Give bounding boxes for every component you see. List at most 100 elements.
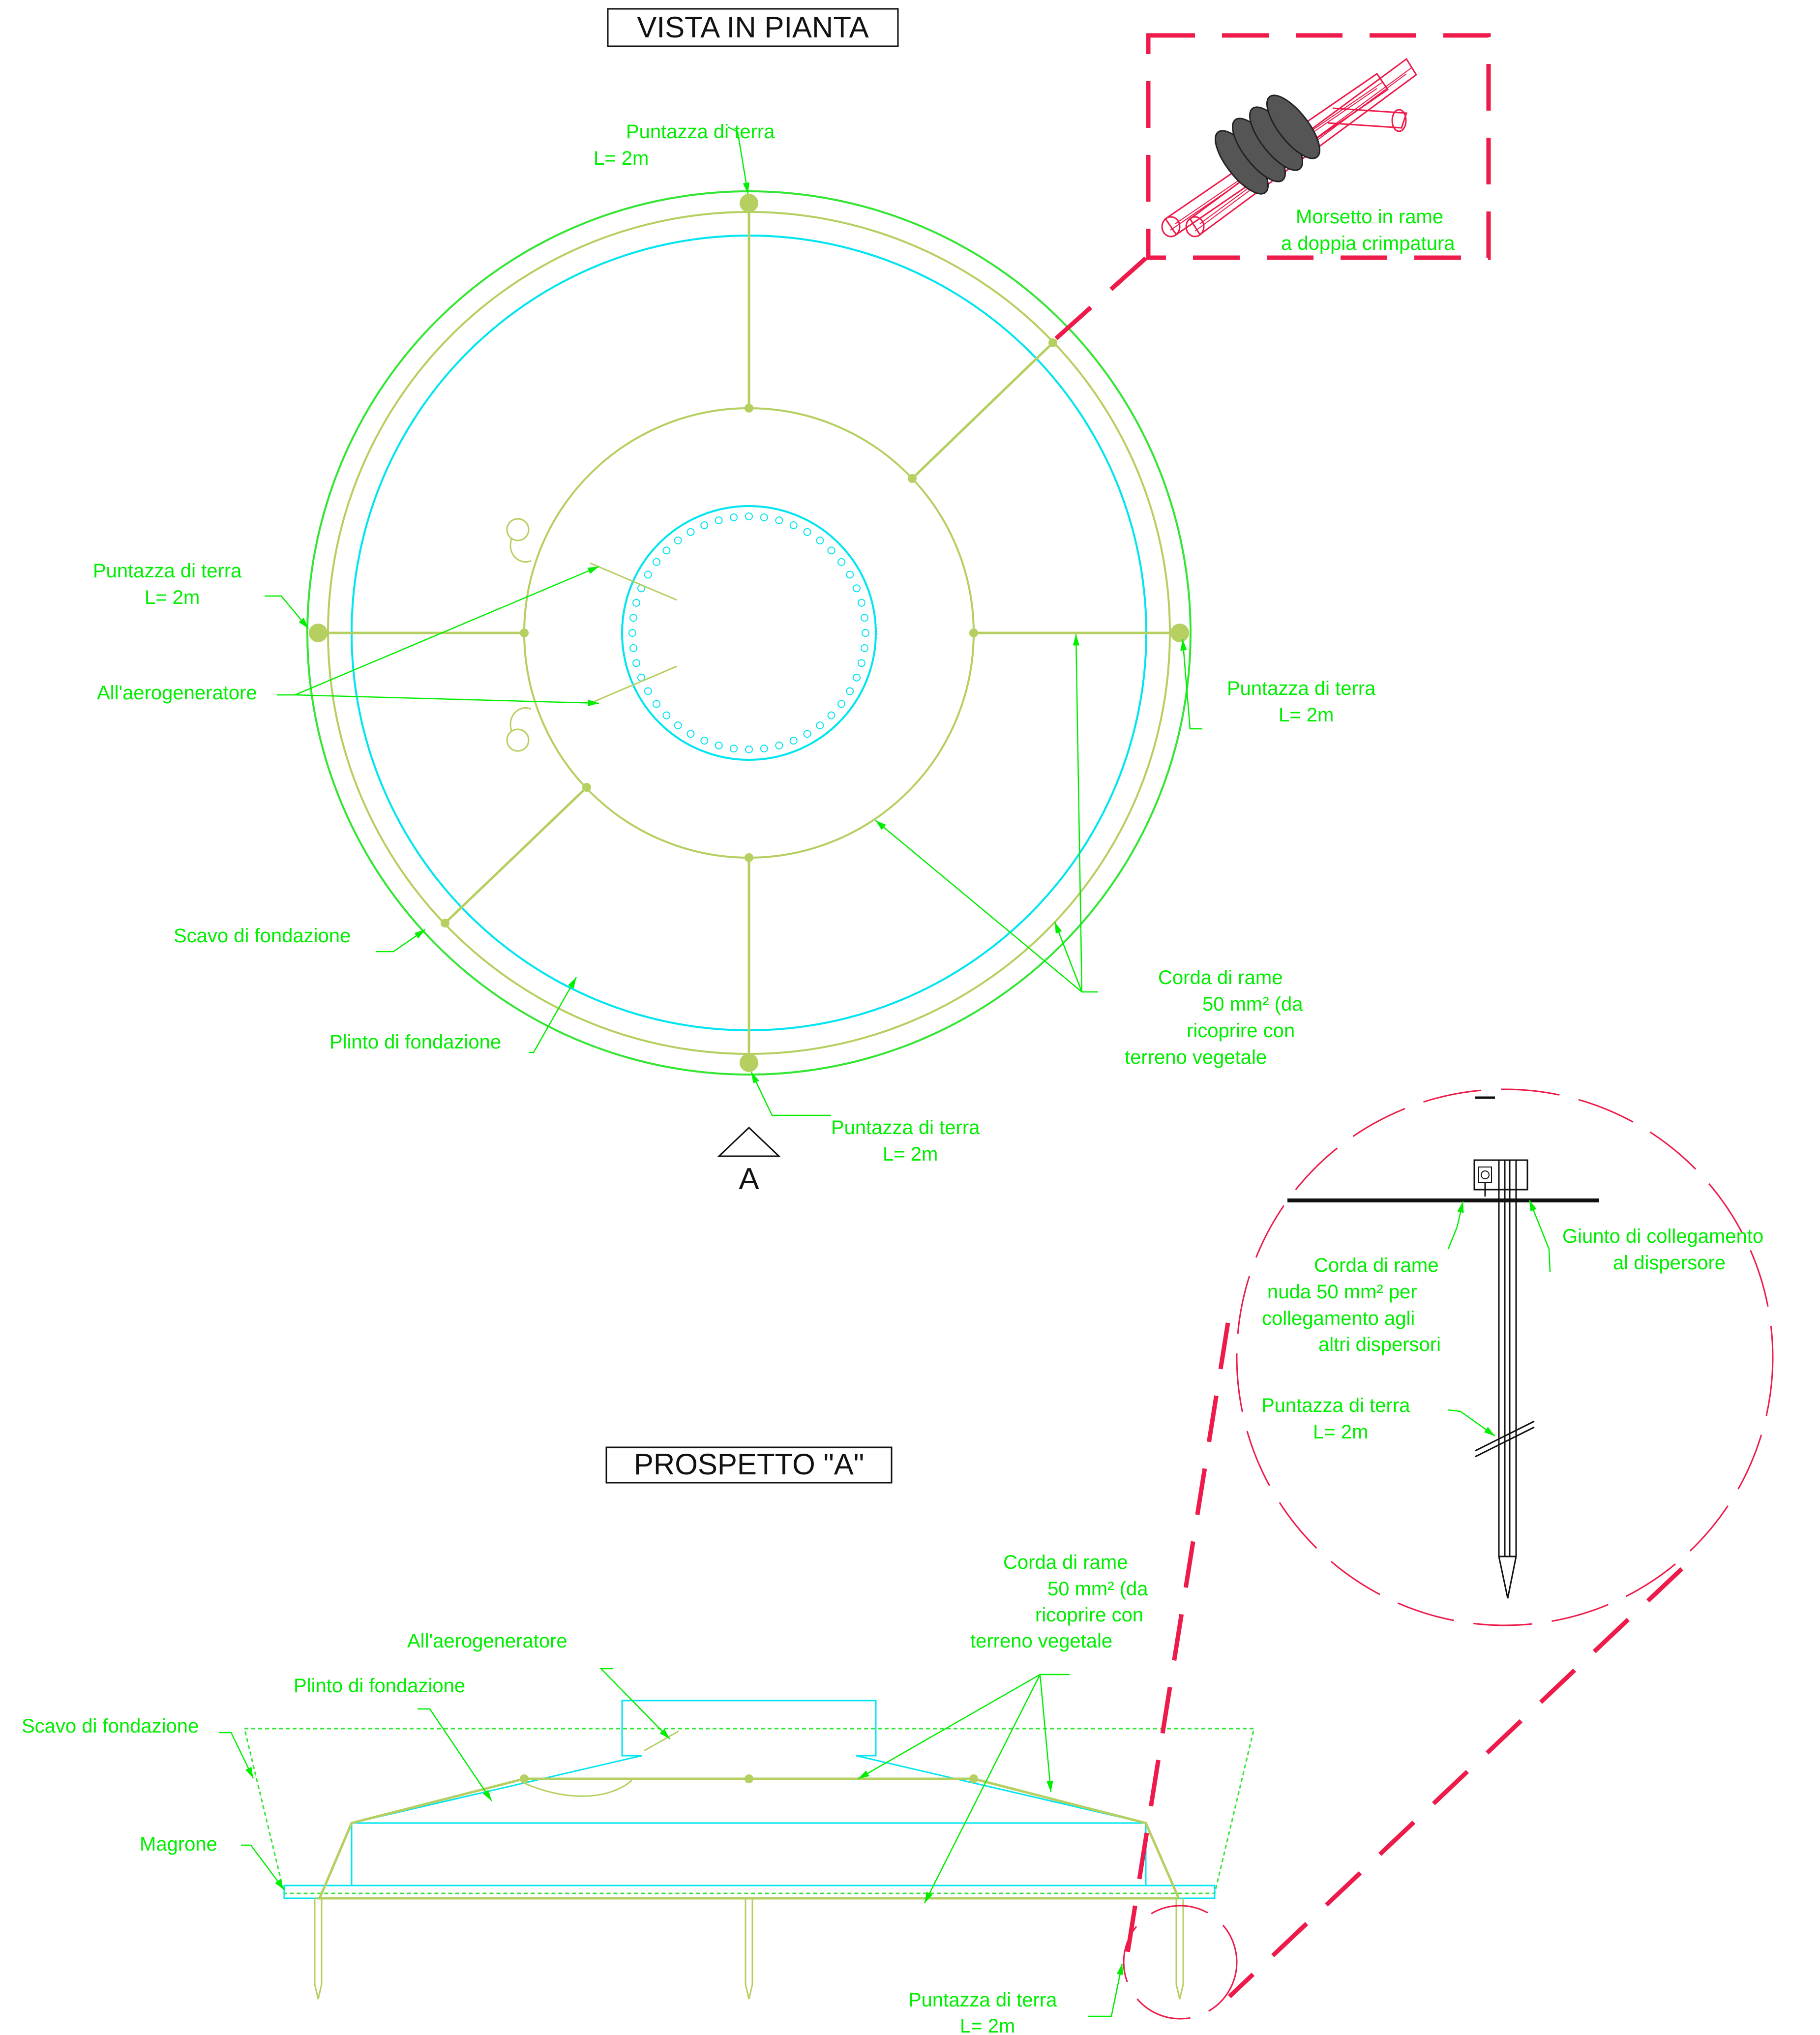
elev-copper-rope-line-3: ricoprire con: [1035, 1604, 1143, 1626]
bolt-hole: [662, 711, 671, 719]
rod-top-label: Puntazza di terra: [626, 121, 775, 143]
foundation-label: Plinto di fondazione: [329, 1031, 501, 1053]
bolt-hole: [760, 513, 768, 521]
clamp-detail-frame: [1146, 33, 1491, 260]
earthing-nodes: [441, 338, 1057, 928]
plan-title: VISTA IN PIANTA: [637, 11, 868, 44]
bolt-hole: [827, 711, 835, 719]
inner-earthing-ring: [523, 407, 975, 859]
plan-view: VISTA IN PIANTA: [93, 8, 1376, 1196]
bolt-hole: [632, 599, 641, 607]
detail-rod-label: Puntazza di terra: [1261, 1395, 1410, 1416]
section-marker: A: [717, 1126, 781, 1196]
copper-rope-line-3: ricoprire con: [1187, 1020, 1295, 1042]
elev-rod-length: L= 2m: [960, 2015, 1015, 2035]
rod-left-label: Puntazza di terra: [93, 560, 242, 582]
elevation-leaders: [219, 1668, 1124, 2017]
bolt-hole: [653, 700, 660, 708]
joint-label-line-2: al dispersore: [1613, 1252, 1726, 1274]
clamp-detail-callout: [1050, 256, 1148, 344]
bare-rope-line-2: nuda 50 mm² per: [1267, 1281, 1417, 1303]
copper-rope-line-2: 50 mm² (da: [1202, 993, 1303, 1015]
elevation-text-labels: Corda di rame 50 mm² (da ricoprire con t…: [22, 1552, 1148, 2035]
elevation-earth-rods: [314, 1898, 1184, 2000]
bolt-hole: [715, 516, 723, 525]
rod-bottom-label: Puntazza di terra: [831, 1117, 980, 1138]
clamp-label-line-2: a doppia crimpatura: [1281, 233, 1455, 254]
bolt-hole: [853, 673, 861, 682]
bolt-hole: [629, 644, 637, 652]
bolt-hole: [827, 546, 835, 555]
copper-rope-line-1: Corda di rame: [1158, 967, 1283, 988]
elevation-title: PROSPETTO "A": [634, 1448, 864, 1481]
plan-leaders: [265, 126, 1202, 1116]
bolt-hole: [803, 730, 811, 738]
bolt-hole: [686, 528, 695, 536]
bolt-hole: [837, 558, 845, 566]
rod-right-length: L= 2m: [1279, 704, 1334, 726]
bolt-hole: [700, 737, 709, 745]
rod-detail-callout-right: [1227, 1567, 1684, 1999]
elev-lean-concrete-label: Magrone: [140, 1833, 217, 1855]
elev-foundation-label: Plinto di fondazione: [294, 1675, 465, 1697]
clamp-label-line-1: Morsetto in rame: [1296, 206, 1443, 228]
bolt-hole: [662, 546, 671, 555]
bolt-hole: [775, 516, 783, 525]
bolt-hole: [789, 521, 798, 529]
elev-copper-rope-line-4: terreno vegetale: [970, 1630, 1112, 1652]
bolt-hole: [745, 746, 753, 753]
bare-rope-line-3: collegamento agli: [1262, 1308, 1415, 1329]
bolt-hole: [644, 570, 652, 579]
rod-detail: Giunto di collegamento al dispersore Cor…: [1123, 1088, 1774, 2020]
detail-rod-length: L= 2m: [1313, 1421, 1368, 1443]
earth-rod-drawing: [1473, 1159, 1535, 1599]
rod-top-length: L= 2m: [594, 148, 649, 169]
bolt-hole: [715, 741, 723, 749]
copper-clamp-icon: [1161, 58, 1418, 238]
bolt-hole: [632, 659, 641, 667]
bolt-hole: [862, 629, 869, 637]
rod-left-length: L= 2m: [145, 587, 200, 608]
bolt-hole: [857, 659, 865, 667]
bolt-hole: [760, 745, 768, 752]
lean-concrete-layer: [283, 1885, 1216, 1899]
anchor-bolt-holes: [628, 512, 869, 753]
elevation-title-box: [605, 1446, 893, 1484]
rod-detail-frame: [1236, 1088, 1774, 1626]
bolt-hole: [628, 629, 636, 637]
joint-label-line-1: Giunto di collegamento: [1562, 1226, 1763, 1247]
bare-rope-line-1: Corda di rame: [1314, 1255, 1438, 1276]
bolt-hole: [674, 537, 682, 544]
bolt-hole: [861, 644, 868, 652]
plan-text-labels: Puntazza di terra L= 2m Puntazza di terr…: [93, 121, 1376, 1165]
bolt-hole: [674, 721, 682, 729]
plan-title-box: [607, 8, 899, 47]
bolt-hole: [816, 537, 824, 544]
rod-detail-callout-left: [1124, 1322, 1230, 1963]
bolt-hole: [730, 745, 738, 752]
bolt-hole: [730, 513, 738, 521]
elev-excavation-label: Scavo di fondazione: [22, 1715, 199, 1737]
bolt-hole: [789, 737, 798, 745]
bolt-hole: [653, 558, 660, 566]
bolt-hole: [846, 687, 854, 695]
bolt-hole: [686, 730, 695, 738]
elev-to-turbine-label: All'aerogeneratore: [407, 1630, 567, 1652]
clamp-detail: Morsetto in rame a doppia crimpatura: [1050, 33, 1491, 344]
excavation-label: Scavo di fondazione: [174, 925, 351, 947]
bolt-hole: [861, 614, 868, 622]
elevation-earthing-conductor: [317, 1777, 1180, 1900]
bolt-hole: [775, 741, 783, 749]
rod-detail-source-circle: [1123, 1905, 1238, 2020]
bare-rope-line-4: altri dispersori: [1318, 1334, 1441, 1355]
elev-rod-label: Puntazza di terra: [908, 1989, 1057, 2011]
rod-bottom-length: L= 2m: [883, 1143, 938, 1165]
tower-base-ring: [621, 505, 877, 761]
rod-right-label: Puntazza di terra: [1227, 678, 1376, 699]
svg-text:A: A: [739, 1162, 759, 1196]
bolt-hole: [803, 528, 811, 536]
bolt-hole: [629, 614, 637, 622]
copper-rope-line-4: terreno vegetale: [1125, 1047, 1267, 1068]
elevation-view: PROSPETTO "A" Cor: [22, 1446, 1255, 2035]
